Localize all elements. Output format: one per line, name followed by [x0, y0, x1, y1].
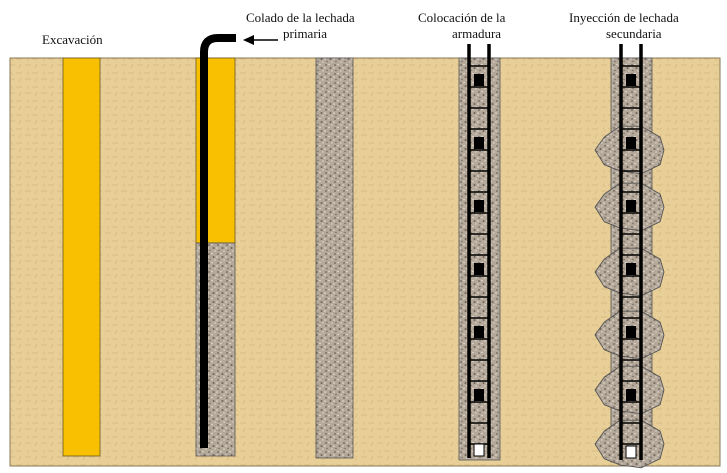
- label-primary-grout-line2: primaria: [283, 26, 328, 41]
- centralizer-block: [474, 74, 484, 86]
- secondary-injection-borehole: [594, 44, 665, 469]
- grout-arrow: [243, 35, 278, 45]
- label-primary-grout-line1: Colado de la lechada: [246, 10, 355, 25]
- centralizer-block: [474, 137, 484, 149]
- tremie-pipe: [200, 34, 236, 448]
- excavated-borehole: [62, 57, 101, 457]
- centralizer-block: [474, 200, 484, 212]
- label-excavation: Excavación: [42, 32, 103, 47]
- cage-tip: [625, 445, 637, 459]
- label-reinforcement-line2: armadura: [452, 26, 502, 41]
- label-secondary-injection-line1: Inyección de lechada: [569, 10, 679, 25]
- centralizer-block: [474, 326, 484, 338]
- grouted-borehole: [315, 57, 354, 459]
- centralizer-block: [626, 263, 636, 275]
- centralizer-block: [626, 389, 636, 401]
- centralizer-block: [626, 326, 636, 338]
- centralizer-block: [626, 137, 636, 149]
- reinforcement-cage: [467, 44, 491, 458]
- label-reinforcement-line1: Colocación de la: [418, 10, 506, 25]
- centralizer-block: [626, 74, 636, 86]
- cage-tip: [473, 443, 485, 457]
- centralizer-block: [626, 200, 636, 212]
- reinforcement-cage: [619, 44, 643, 460]
- primary-grouting-borehole: [195, 34, 236, 457]
- label-secondary-injection-line2: secundaria: [606, 26, 662, 41]
- centralizer-block: [474, 263, 484, 275]
- centralizer-block: [474, 389, 484, 401]
- reinforced-borehole: [458, 44, 501, 461]
